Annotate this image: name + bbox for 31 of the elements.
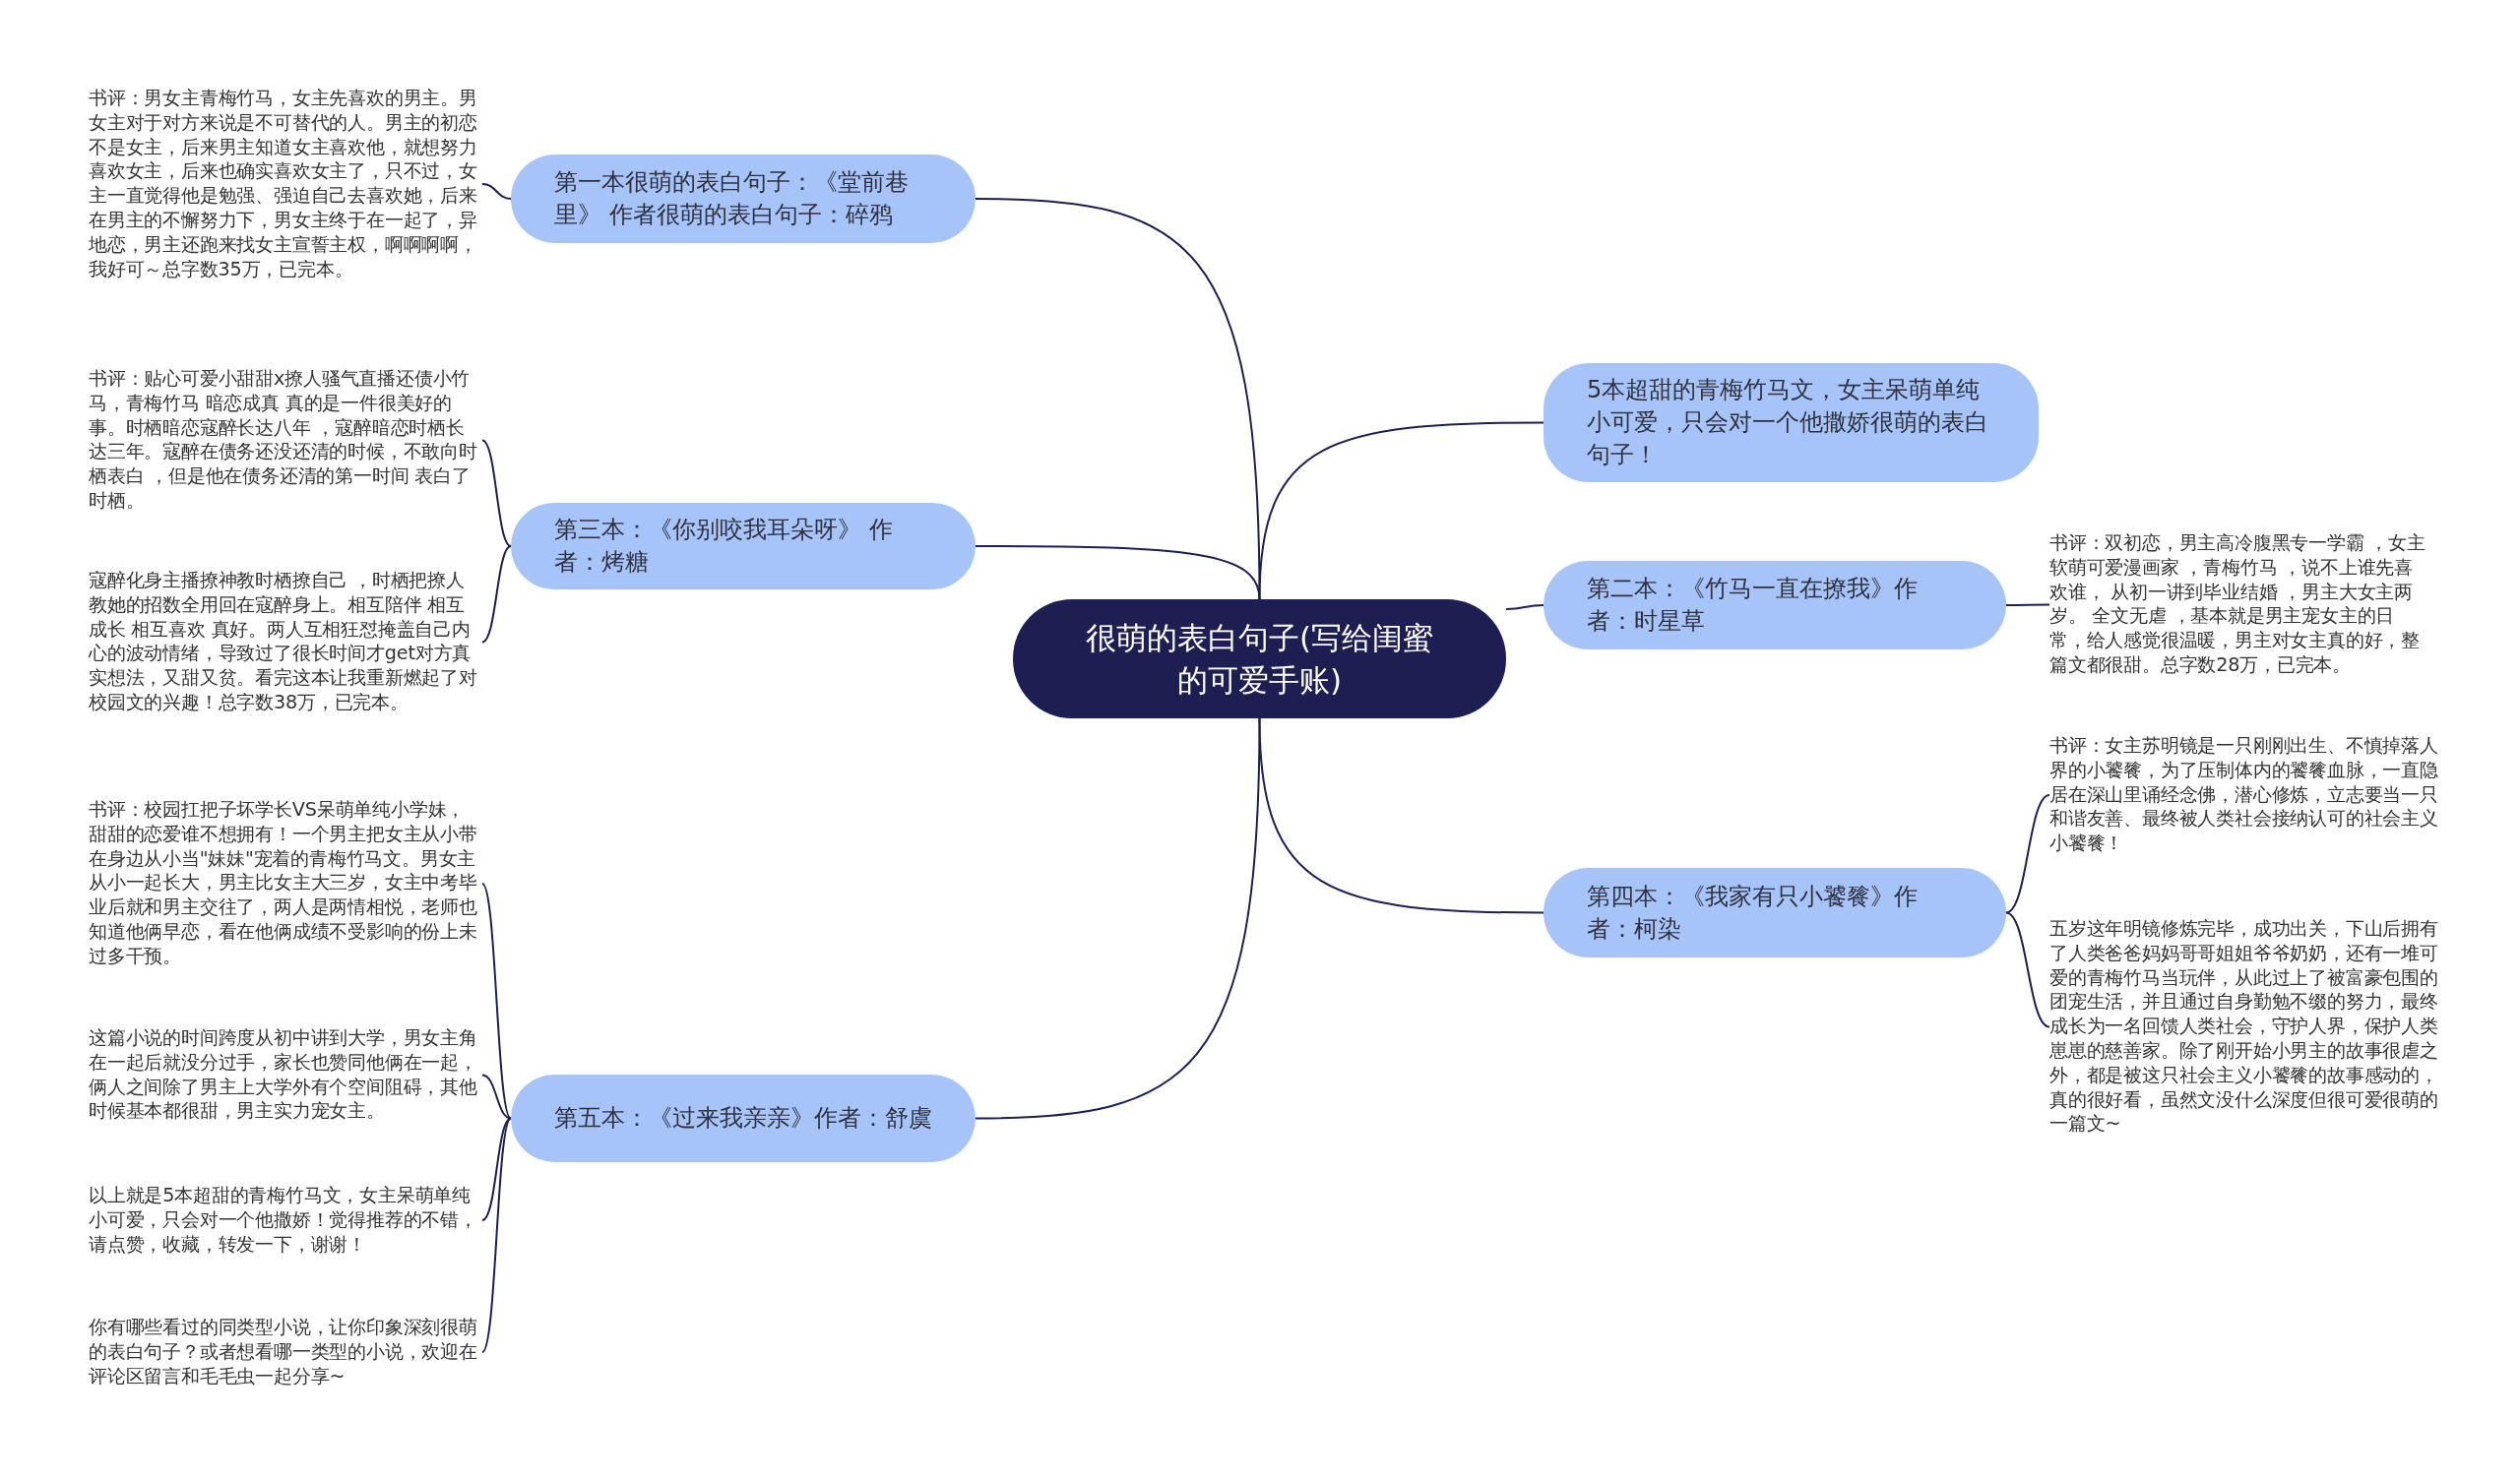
topic-pill: 第五本：《过来我亲亲》作者：舒虞 [511, 1075, 976, 1162]
note-text: 寇醉化身主播撩神教时栖撩自己 ，时栖把撩人教她的招数全用回在寇醉身上。相互陪伴 相互成长 相互喜欢 真好。两人互相狂怼掩盖自己内心的波动情绪，导致过了很长时间才get对方真实想法，又甜又贫。看完这本让我重新燃起了对校园文的兴趣！总字数38万，已完本。 [89, 569, 482, 715]
connector-line [481, 1117, 512, 1221]
root-topic-pill: 很萌的表白句子(写给闺蜜的可爱手账) [1013, 599, 1506, 718]
note-text: 五岁这年明镜修炼完毕，成功出关，下山后拥有了人类爸爸妈妈哥哥姐姐爷爷奶奶，还有一堆可爱的青梅竹马当玩伴，从此过上了被富豪包围的团宠生活，并且通过自身勤勉不缀的努力，最终成长为一名回馈人类社会，守护人界，保护人类崽崽的慈善家。除了刚开始小男主的故事很虐之外，都是被这只社会主义小饕餮的故事感动的，真的很好看，虽然文没什么深度但很可爱很萌的一篇文~ [2049, 917, 2443, 1138]
note-text: 书评：女主苏明镜是一只刚刚出生、不慎掉落人界的小饕餮，为了压制体内的饕餮血脉，一直隐居在深山里诵经念佛，潜心修炼，立志要当一只和谐友善、最终被人类社会接纳认可的社会主义小饕餮！ [2049, 734, 2443, 856]
note-text: 书评：双初恋，男主高冷腹黑专一学霸 ，女主软萌可爱漫画家 ，青梅竹马 ，说不上谁先喜欢谁， 从初一讲到毕业结婚 ，男主大女主两岁。 全文无虐 ，基本就是男主宠女主的日常，给人感觉很温暖，男主对女主真的好，整篇文都很甜。总字数28万，已完本。 [2049, 531, 2429, 678]
connector-line [2005, 911, 2050, 1028]
connector-line [2005, 603, 2050, 606]
topic-pill: 第四本：《我家有只小饕餮》作者：柯染 [1544, 868, 2006, 957]
note-text: 你有哪些看过的同类型小说，让你印象深刻很萌的表白句子？或者想看哪一类型的小说，欢迎在评论区留言和毛毛虫一起分享~ [89, 1316, 482, 1389]
connector-line [481, 1074, 512, 1120]
topic-pill: 第三本：《你别咬我耳朵呀》 作者：烤糖 [511, 503, 976, 589]
note-text: 书评：校园扛把子坏学长VS呆萌单纯小学妹，甜甜的恋爱谁不想拥有！一个男主把女主从小带在身边从小当"妹妹"宠着的青梅竹马文。男女主从小一起长大，男主比女主大三岁，女主中考毕业后就和男主交往了，两人是两情相悦，老师也知道他俩早恋，看在他俩成绩不受影响的份上未过多干预。 [89, 798, 482, 969]
connector-line [975, 717, 1261, 1120]
note-text: 书评：男女主青梅竹马，女主先喜欢的男主。男女主对于对方来说是不可替代的人。男主的初恋不是女主，后来男主知道女主喜欢他，就想努力喜欢女主，后来也确实喜欢女主了，只不过，女主一直觉得他是勉强、强迫自己去喜欢她，后来在男主的不懈努力下，男女主终于在一起了，异地恋，男主还跑来找女主宣誓主权，啊啊啊啊，我好可～总字数35万，已完本。 [89, 87, 482, 282]
connector-line [481, 183, 512, 200]
connector-line [481, 545, 512, 644]
note-text: 这篇小说的时间跨度从初中讲到大学，男女主角在一起后就没分过手，家长也赞同他俩在一起，俩人之间除了男主上大学外有个空间阻碍，其他时候基本都很甜，男主实力宠女主。 [89, 1026, 482, 1125]
connector-line [481, 439, 512, 547]
topic-pill: 第二本：《竹马一直在撩我》作者：时星草 [1544, 561, 2006, 649]
connector-line [481, 1117, 512, 1353]
connector-line [1258, 717, 1544, 914]
note-text: 以上就是5本超甜的青梅竹马文，女主呆萌单纯小可爱，只会对一个他撒娇！觉得推荐的不错，请点赞，收藏，转发一下，谢谢！ [89, 1184, 482, 1258]
connector-line [2005, 794, 2050, 914]
connector-line [481, 883, 512, 1120]
connector-line [1505, 604, 1544, 610]
note-text: 书评：贴心可爱小甜甜x撩人骚气直播还债小竹马，青梅竹马 暗恋成真 真的是一件很美好的事。时栖暗恋寇醉长达八年 ，寇醉暗恋时栖长达三年。寇醉在债务还没还清的时候，不敢向时栖表白 ，但是他在债务还清的第一时间 表白了时栖。 [89, 367, 482, 514]
topic-pill: 第一本很萌的表白句子：《堂前巷里》 作者很萌的表白句子：碎鸦 [511, 154, 976, 243]
connector-line [975, 545, 1261, 600]
topic-pill: 5本超甜的青梅竹马文，女主呆萌单纯小可爱，只会对一个他撒娇很萌的表白句子！ [1544, 363, 2039, 482]
